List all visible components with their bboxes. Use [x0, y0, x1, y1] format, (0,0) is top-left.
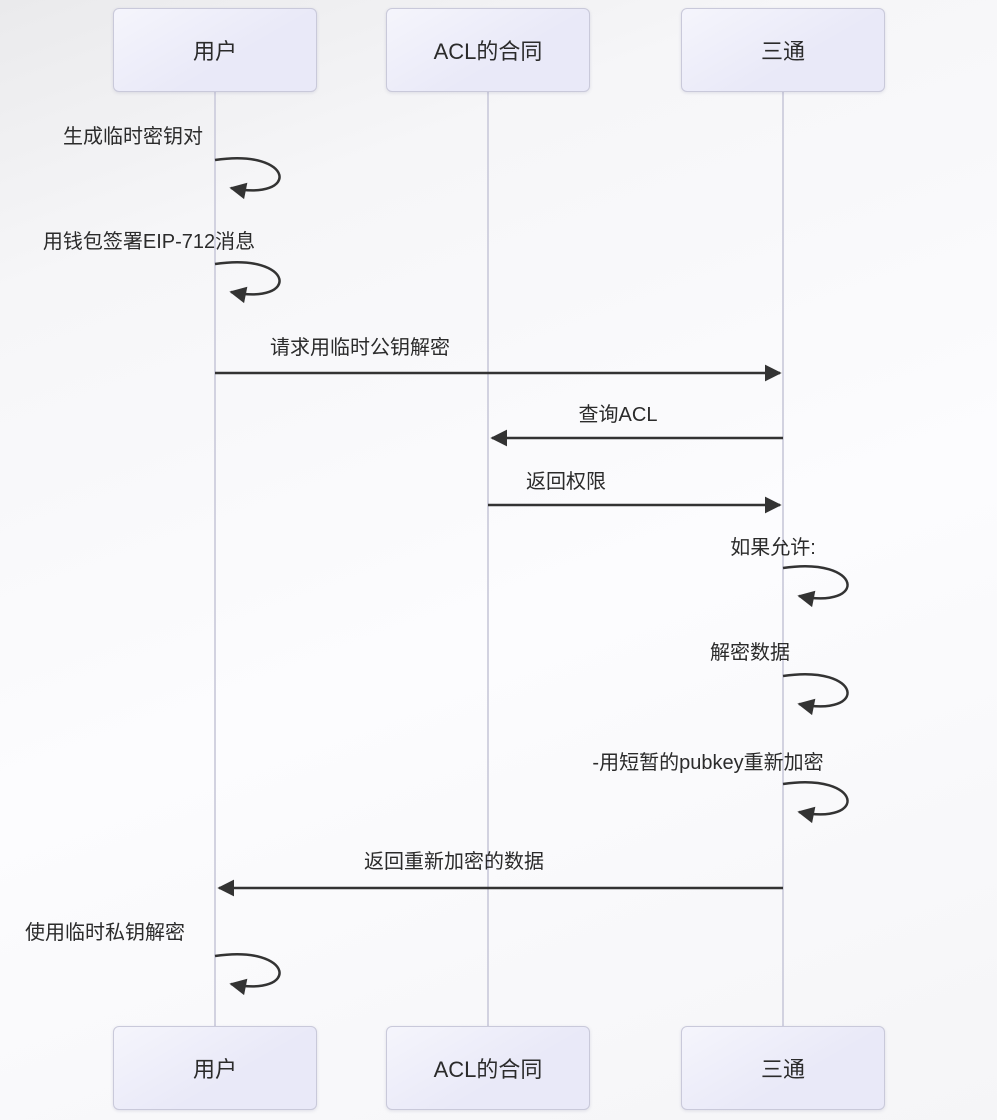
label-generate-keypair: 生成临时密钥对 [63, 126, 203, 148]
self-loop-sign-eip712 [214, 261, 281, 304]
self-loop-if-allowed [782, 565, 849, 608]
self-loop-decrypt-data [782, 673, 849, 716]
actor-box-user-top: 用户 [113, 8, 317, 92]
self-loop-decrypt-private-key [214, 953, 281, 996]
label-decrypt-private-key: 使用临时私钥解密 [25, 922, 185, 944]
actor-box-user-bottom: 用户 [113, 1026, 317, 1110]
label-request-temp-pubkey-decrypt: 请求用临时公钥解密 [270, 337, 450, 359]
label-query-acl: 查询ACL [578, 404, 658, 426]
actor-box-acl-contract-bottom: ACL的合同 [386, 1026, 590, 1110]
label-sign-eip712: 用钱包签署EIP-712消息 [42, 231, 256, 253]
label-reencrypt-pubkey: -用短暂的pubkey重新加密 [592, 752, 824, 774]
self-loop-reencrypt-pubkey [782, 781, 849, 824]
label-decrypt-data: 解密数据 [710, 642, 790, 664]
label-if-allowed: 如果允许: [730, 537, 816, 559]
label-return-reencrypted-data: 返回重新加密的数据 [364, 851, 544, 873]
label-return-permission: 返回权限 [526, 471, 606, 493]
actor-box-santong-top: 三通 [681, 8, 885, 92]
actor-box-acl-contract-top: ACL的合同 [386, 8, 590, 92]
self-loop-generate-keypair [214, 157, 281, 200]
actor-box-santong-bottom: 三通 [681, 1026, 885, 1110]
